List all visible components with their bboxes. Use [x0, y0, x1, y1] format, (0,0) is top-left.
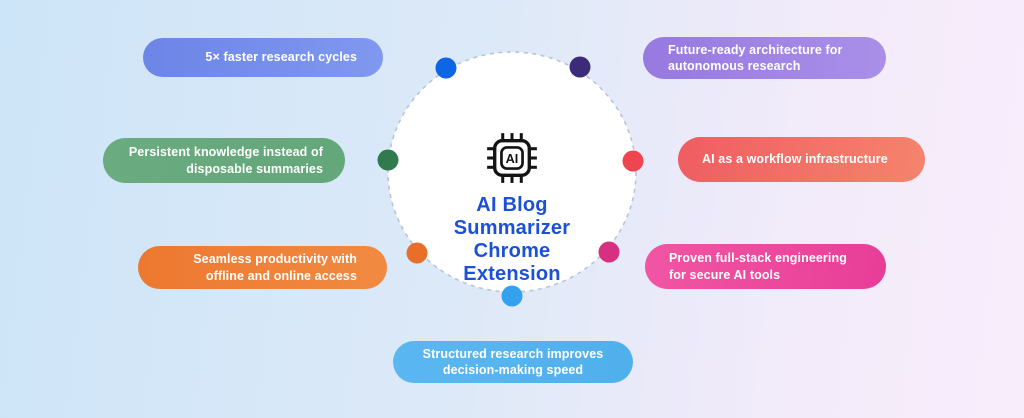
pill-structured-research: Structured research improves decision-ma… [393, 341, 633, 383]
hub-circle [387, 51, 637, 293]
chip-label: AI [506, 152, 519, 166]
pill-label: Proven full-stack engineering for secure… [669, 251, 847, 282]
pill-label: AI as a workflow infrastructure [702, 152, 888, 167]
pill-persistent-knowledge: Persistent knowledge instead of disposab… [103, 138, 345, 183]
pill-label: Seamless productivity with offline and o… [193, 252, 357, 283]
hub-title: AI Blog Summarizer Chrome Extension [453, 194, 571, 285]
dot-research-cycles [435, 57, 457, 79]
pill-label: Future-ready architecture for autonomous… [668, 42, 843, 74]
dot-full-stack-engineering [598, 241, 620, 263]
pill-label: Persistent knowledge instead of disposab… [128, 145, 323, 176]
pill-future-architecture: Future-ready architecture for autonomous… [643, 37, 886, 79]
pill-label: Structured research improves decision-ma… [422, 346, 604, 378]
dot-future-architecture [569, 56, 591, 78]
dot-seamless-productivity [406, 242, 428, 264]
dot-workflow-infrastructure [622, 150, 644, 172]
dot-persistent-knowledge [377, 149, 399, 171]
ai-chip-icon: AI [487, 133, 537, 183]
dot-structured-research [501, 285, 523, 307]
pill-seamless-productivity: Seamless productivity with offline and o… [138, 246, 387, 289]
pill-label: 5× faster research cycles [205, 50, 357, 65]
pill-full-stack-engineering: Proven full-stack engineering for secure… [645, 244, 886, 289]
pill-workflow-infrastructure: AI as a workflow infrastructure [678, 137, 925, 182]
pill-research-cycles: 5× faster research cycles [143, 38, 383, 77]
